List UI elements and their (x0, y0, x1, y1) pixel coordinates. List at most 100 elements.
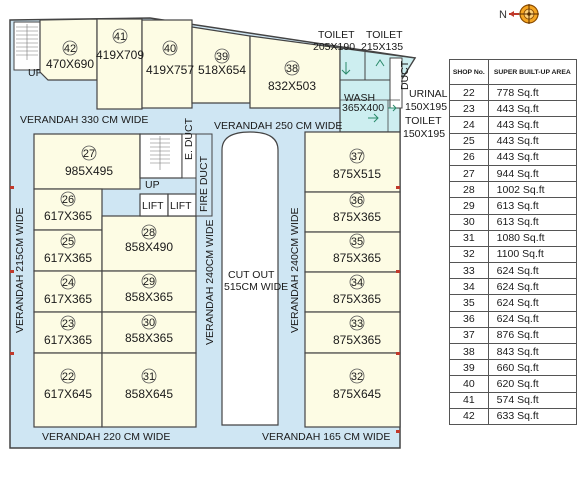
shop-number: 38 (286, 63, 298, 75)
table-cell-area: 1002 Sq.ft (487, 181, 578, 199)
shop-number-circle (112, 28, 128, 44)
shop-number-circle (284, 60, 300, 76)
shop-size: 617X365 (44, 209, 92, 223)
table-cell-shop-no: 33 (449, 262, 489, 280)
table-cell-area: 1080 Sq.ft (487, 229, 578, 247)
duct-label: DUCT (399, 60, 411, 90)
shop-number-circle (141, 368, 157, 384)
shop-number: 29 (143, 276, 155, 288)
shop-number-circle (349, 315, 365, 331)
shop-size: 617X365 (44, 292, 92, 306)
table-cell-shop-no: 42 (449, 407, 489, 425)
shop-number: 23 (62, 318, 74, 330)
table-cell-shop-no: 36 (449, 310, 489, 328)
shop-size: 875X365 (333, 210, 381, 224)
cut-out (221, 131, 279, 426)
shop-number-circle (60, 233, 76, 249)
shop-36 (304, 191, 401, 233)
shop-32 (304, 352, 401, 428)
table-cell-area: 624 Sq.ft (487, 278, 578, 296)
shop-25 (33, 229, 103, 272)
table-cell-shop-no: 22 (449, 83, 489, 102)
table-cell-area: 843 Sq.ft (487, 342, 578, 361)
shop-number-circle (62, 40, 78, 56)
shop-42 (39, 18, 98, 81)
table-cell-shop-no: 26 (449, 148, 489, 166)
shop-30 (101, 311, 197, 354)
shop-number: 26 (62, 194, 74, 206)
stair-core (139, 133, 183, 179)
verandah-250-label: VERANDAH 250 CM WIDE (214, 120, 342, 132)
shop-number: 31 (143, 371, 155, 383)
shop-number-circle (214, 48, 230, 64)
shop-41 (96, 18, 143, 110)
shop-27 (33, 133, 141, 190)
shop-number: 36 (351, 195, 363, 207)
toilet-c-label: TOILET (405, 115, 442, 127)
toilet-b-label: TOILET (366, 29, 403, 41)
shop-size: 419X757 (146, 63, 194, 77)
table-cell-area: 443 Sq.ft (487, 132, 578, 150)
table-cell-shop-no: 39 (449, 359, 489, 377)
table-cell-shop-no: 34 (449, 278, 489, 296)
table-cell-area: 613 Sq.ft (487, 197, 578, 215)
urinal-label: URINAL (409, 88, 448, 100)
compass-icon (509, 4, 539, 24)
table-cell-shop-no: 30 (449, 213, 489, 231)
table-cell-area: 620 Sq.ft (487, 375, 578, 393)
stair-up-label-top: UP (28, 67, 43, 79)
wash-label: WASH (344, 92, 375, 104)
table-header-shop: SHOP No. (449, 59, 489, 85)
shop-size: 858X365 (125, 290, 173, 304)
table-cell-shop-no: 32 (449, 245, 489, 264)
shop-number: 22 (62, 371, 74, 383)
table-cell-area: 443 Sq.ft (487, 148, 578, 166)
shop-size: 518X654 (198, 63, 246, 77)
verandah-240-left-label: VERANDAH 240CM WIDE (204, 220, 216, 345)
toilet-c-size: 150X195 (403, 128, 445, 140)
table-cell-area: 1100 Sq.ft (487, 245, 578, 264)
table-cell-area: 443 Sq.ft (487, 116, 578, 134)
table-cell-shop-no: 38 (449, 342, 489, 361)
table-cell-area: 443 Sq.ft (487, 100, 578, 118)
shop-26 (33, 188, 103, 231)
shop-number-circle (60, 274, 76, 290)
shop-size: 470X690 (46, 57, 94, 71)
shop-number-circle (60, 315, 76, 331)
shop-number: 27 (83, 148, 95, 160)
table-cell-area: 613 Sq.ft (487, 213, 578, 231)
shop-number: 30 (143, 317, 155, 329)
shop-size: 875X645 (333, 387, 381, 401)
shop-number: 33 (351, 318, 363, 330)
fire-duct (195, 133, 213, 217)
shop-size: 617X645 (44, 387, 92, 401)
shop-22 (33, 352, 103, 428)
shop-number-circle (162, 40, 178, 56)
shop-number: 28 (143, 227, 155, 239)
shop-size: 832X503 (268, 79, 316, 93)
toilet-a-label: TOILET (318, 29, 355, 41)
shop-size: 858X365 (125, 331, 173, 345)
table-cell-shop-no: 37 (449, 326, 489, 345)
shop-40 (141, 19, 193, 109)
table-cell-area: 624 Sq.ft (487, 294, 578, 312)
cut-out-width-label: 515CM WIDE (224, 281, 288, 293)
table-cell-shop-no: 23 (449, 100, 489, 118)
urinal-size: 150X195 (405, 101, 447, 113)
table-cell-area: 624 Sq.ft (487, 262, 578, 280)
shop-number-circle (141, 224, 157, 240)
toilet-a-size: 205X190 (313, 41, 355, 53)
table-cell-shop-no: 25 (449, 132, 489, 150)
shop-number: 41 (114, 31, 126, 43)
